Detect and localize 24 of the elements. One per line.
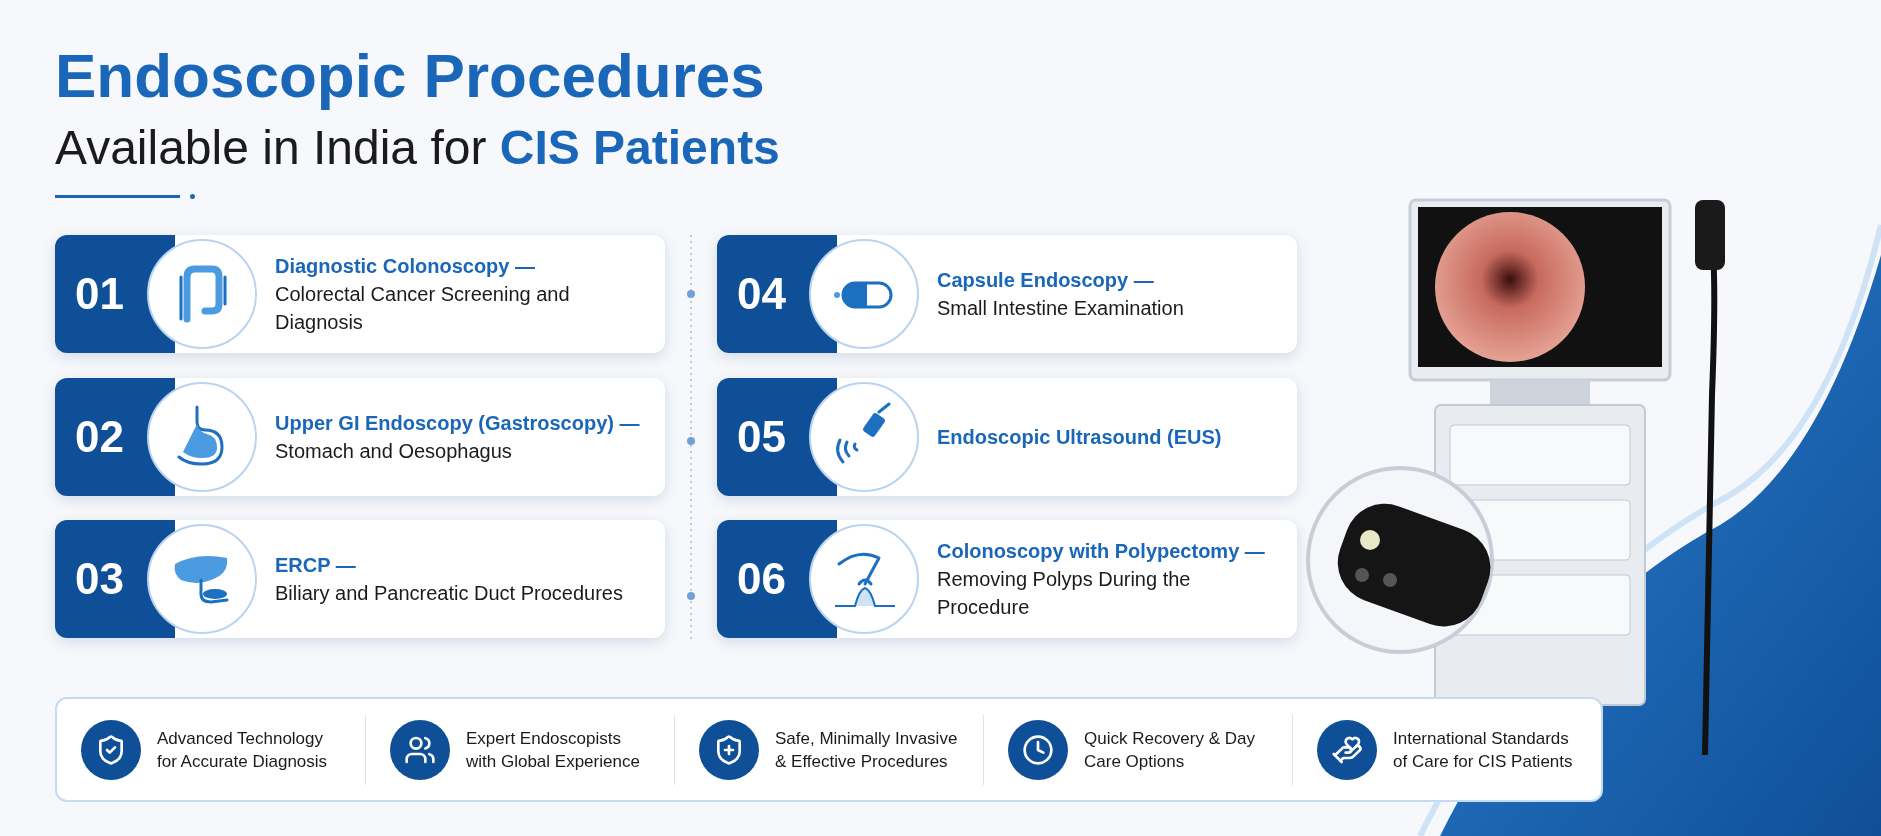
procedure-card [717, 235, 1297, 353]
feature-text: Safe, Minimally Invasive & Effective Procedures [775, 727, 959, 773]
procedure-title: Capsule Endoscopy — [937, 268, 1155, 293]
procedure-description: Biliary and Pancreatic Duct Procedures [275, 581, 624, 606]
procedure-card [717, 378, 1297, 496]
procedure-description: Stomach and Oesophagus [275, 439, 513, 464]
subtitle: Available in India for CIS Patients [55, 120, 780, 176]
procedure-card [55, 378, 665, 496]
procedure-description: Small Intestine Examination [937, 296, 1185, 321]
feature-text: International Standards of Care for CIS Patients [1393, 727, 1574, 773]
procedure-description: Colorectal Cancer Screening and Diagnosis [275, 282, 571, 335]
feature-text: Advanced Technology for Accurate Diagnosis [157, 727, 329, 773]
procedure-title: Upper GI Endoscopy (Gastroscopy) — [275, 411, 641, 436]
feature-text: Quick Recovery & Day Care Options [1084, 727, 1256, 773]
procedure-card [55, 235, 665, 353]
feature-text: Expert Endoscopists with Global Experience [466, 727, 641, 773]
procedure-card [717, 520, 1297, 638]
procedure-title: Diagnostic Colonoscopy — [275, 254, 537, 279]
procedure-title: Endoscopic Ultrasound (EUS) [937, 425, 1223, 450]
title: Endoscopic Procedures [55, 40, 765, 112]
procedure-title: Colonoscopy with Polypectomy — [937, 539, 1266, 564]
procedure-description: Removing Polyps During the Procedure [937, 567, 1192, 620]
procedure-card [55, 520, 665, 638]
procedure-title: ERCP — [275, 553, 357, 578]
